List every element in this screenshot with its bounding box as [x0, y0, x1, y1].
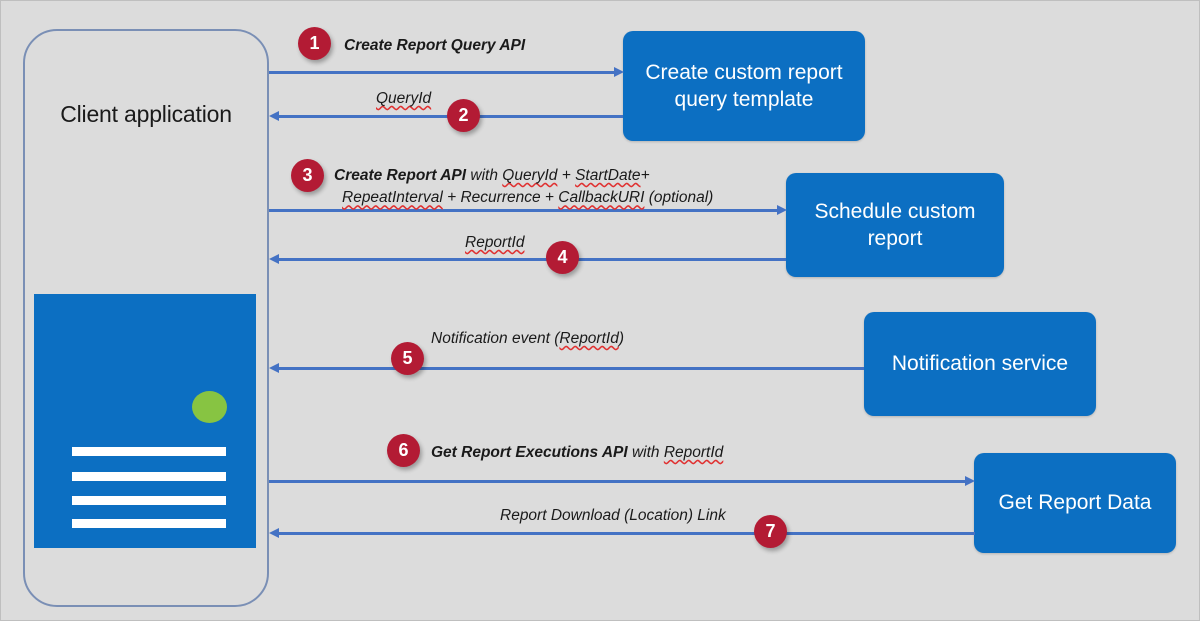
step-3-callbackuri: CallbackURI	[558, 189, 645, 207]
client-application-frame	[23, 29, 269, 607]
service-box-get-report-data[interactable]: Get Report Data	[974, 453, 1176, 553]
step-6-bold-text: Get Report Executions API	[431, 444, 628, 461]
step-3-bold-text: Create Report API	[334, 167, 467, 184]
step-3-rest-a: with	[466, 167, 503, 184]
step-badge-5[interactable]: 5	[391, 342, 424, 375]
step-1-bold-text: Create Report Query API	[344, 37, 526, 54]
client-application-label: Client application	[60, 101, 232, 127]
service-box-schedule-custom-report[interactable]: Schedule custom report	[786, 173, 1004, 277]
step-3-rest-c: +	[557, 167, 576, 184]
step-label-3: Create Report API with QueryId + StartDa…	[334, 165, 713, 210]
step-badge-2[interactable]: 2	[447, 99, 480, 132]
step-6-reportid: ReportId	[663, 444, 724, 461]
step-label-4: ReportId	[465, 232, 524, 254]
step-3-rest-l2b: + Recurrence +	[442, 189, 559, 207]
green-status-dot-icon	[192, 391, 227, 423]
step-badge-1[interactable]: 1	[298, 27, 331, 60]
step-3-repeatinterval: RepeatInterval	[342, 189, 443, 207]
step-2-text: QueryId	[376, 90, 432, 107]
step-label-2: QueryId	[376, 88, 431, 110]
step-label-6: Get Report Executions API with ReportId	[431, 442, 723, 464]
step-label-1: Create Report Query API	[344, 35, 525, 57]
arrow-step-6	[269, 476, 975, 486]
step-badge-4[interactable]: 4	[546, 241, 579, 274]
arrow-step-3	[269, 205, 787, 215]
step-4-text: ReportId	[465, 234, 525, 251]
step-6-rest-a: with	[627, 444, 664, 461]
document-line	[72, 447, 226, 456]
step-badge-3[interactable]: 3	[291, 159, 324, 192]
step-3-queryid: QueryId	[502, 167, 558, 184]
step-7-text: Report Download (Location) Link	[500, 507, 726, 524]
document-line	[72, 472, 226, 481]
step-3-rest-e: +	[640, 167, 650, 184]
arrow-step-5	[269, 363, 864, 373]
arrow-step-7	[269, 528, 975, 538]
step-5-rest-a: Notification event (	[431, 330, 560, 347]
document-icon	[34, 294, 256, 548]
document-line	[72, 519, 226, 528]
service-box-notification-service[interactable]: Notification service	[864, 312, 1096, 416]
step-label-5: Notification event (ReportId)	[431, 328, 624, 350]
arrow-step-1	[269, 67, 624, 77]
document-line	[72, 496, 226, 505]
step-3-startdate: StartDate	[575, 167, 641, 184]
arrow-step-4	[269, 254, 786, 264]
step-5-rest-c: )	[618, 330, 624, 347]
step-badge-6[interactable]: 6	[387, 434, 420, 467]
step-3-optional: (optional)	[644, 189, 714, 207]
step-label-7: Report Download (Location) Link	[500, 505, 726, 527]
step-5-reportid: ReportId	[559, 330, 619, 347]
step-badge-7[interactable]: 7	[754, 515, 787, 548]
service-box-create-query-template[interactable]: Create custom report query template	[623, 31, 865, 141]
